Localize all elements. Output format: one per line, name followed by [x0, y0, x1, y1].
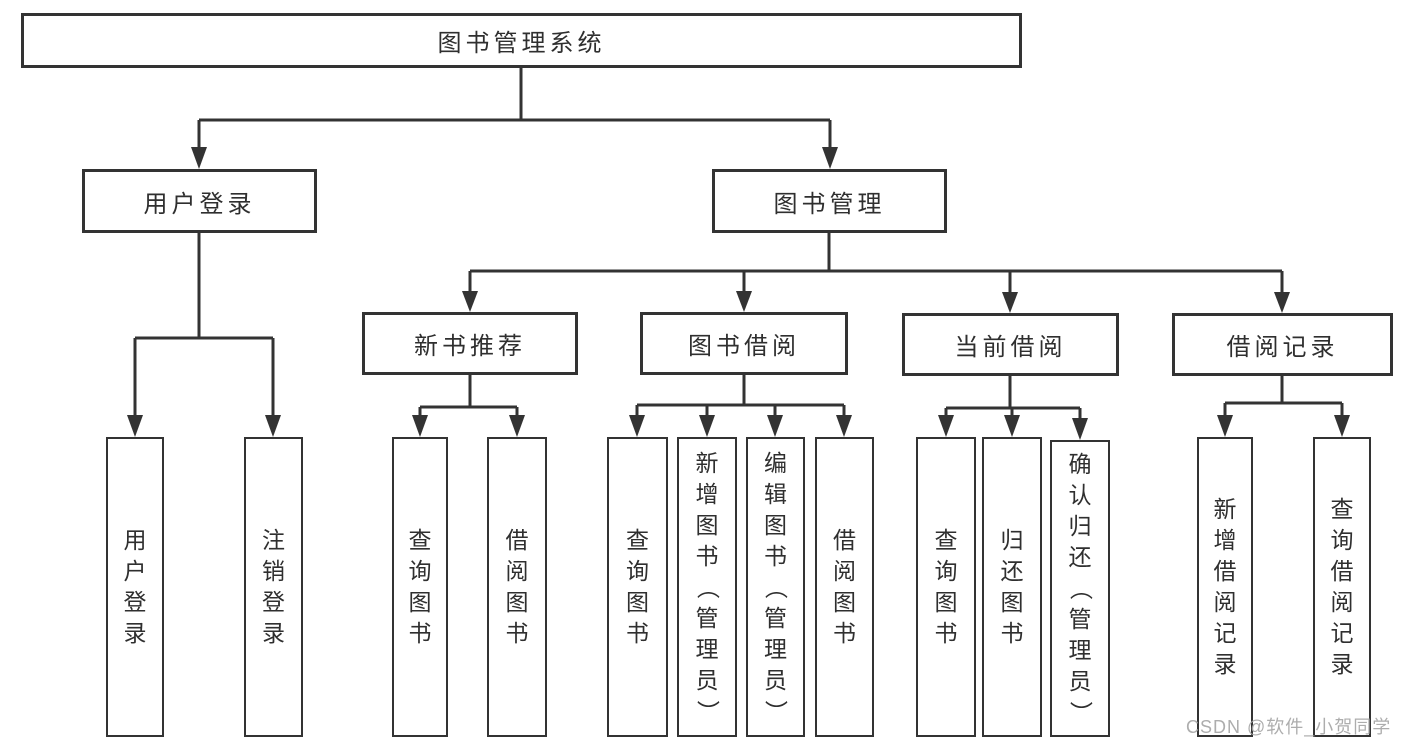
node-book-management: 图书管理 — [712, 169, 947, 233]
leaf-confirm-return-admin-label: 确认归还（管理员） — [1067, 451, 1094, 724]
node-current-borrow: 当前借阅 — [902, 313, 1119, 376]
leaf-return-books: 归还图书 — [982, 437, 1042, 737]
leaf-query-books-recommend: 查询图书 — [392, 437, 448, 737]
leaf-edit-book-admin-label: 编辑图书（管理员） — [763, 449, 789, 723]
node-borrow-records: 借阅记录 — [1172, 313, 1393, 376]
leaf-borrow-books-recommend-label: 借阅图书 — [505, 527, 529, 646]
watermark-text: CSDN @软件_小贺同学 — [1186, 717, 1392, 737]
node-book-borrow: 图书借阅 — [640, 312, 848, 375]
node-new-book-recommend-label: 新书推荐 — [414, 333, 526, 360]
leaf-query-books-current-label: 查询图书 — [934, 527, 958, 646]
leaf-return-books-label: 归还图书 — [1000, 527, 1024, 646]
leaf-query-books-borrow-label: 查询图书 — [626, 527, 649, 646]
leaf-add-borrow-record: 新增借阅记录 — [1197, 437, 1253, 737]
node-root-label: 图书管理系统 — [437, 30, 606, 57]
leaf-add-borrow-record-label: 新增借阅记录 — [1213, 496, 1237, 677]
node-current-borrow-label: 当前借阅 — [954, 334, 1067, 361]
leaf-borrow-books-recommend: 借阅图书 — [487, 437, 547, 737]
leaf-user-login: 用户登录 — [106, 437, 164, 737]
node-borrow-records-label: 借阅记录 — [1226, 334, 1339, 361]
node-root: 图书管理系统 — [21, 13, 1022, 68]
node-book-management-label: 图书管理 — [773, 190, 886, 218]
leaf-add-book-admin-label: 新增图书（管理员） — [694, 449, 721, 723]
node-new-book-recommend: 新书推荐 — [362, 312, 578, 375]
node-user-login-label: 用户登录 — [143, 190, 256, 218]
leaf-confirm-return-admin: 确认归还（管理员） — [1050, 440, 1110, 737]
leaf-query-books-borrow: 查询图书 — [607, 437, 668, 737]
node-book-borrow-label: 图书借阅 — [688, 333, 800, 360]
node-user-login: 用户登录 — [82, 169, 317, 233]
leaf-query-borrow-record-label: 查询借阅记录 — [1330, 496, 1354, 677]
leaf-query-borrow-record: 查询借阅记录 — [1313, 437, 1371, 737]
leaf-logout: 注销登录 — [244, 437, 303, 737]
leaf-query-books-current: 查询图书 — [916, 437, 976, 737]
leaf-add-book-admin: 新增图书（管理员） — [677, 437, 737, 737]
leaf-borrow-books-borrow: 借阅图书 — [815, 437, 874, 737]
leaf-query-books-recommend-label: 查询图书 — [408, 527, 432, 646]
leaf-logout-label: 注销登录 — [262, 527, 285, 646]
leaf-user-login-label: 用户登录 — [123, 527, 147, 646]
leaf-borrow-books-borrow-label: 借阅图书 — [833, 527, 856, 646]
leaf-edit-book-admin: 编辑图书（管理员） — [746, 437, 805, 737]
